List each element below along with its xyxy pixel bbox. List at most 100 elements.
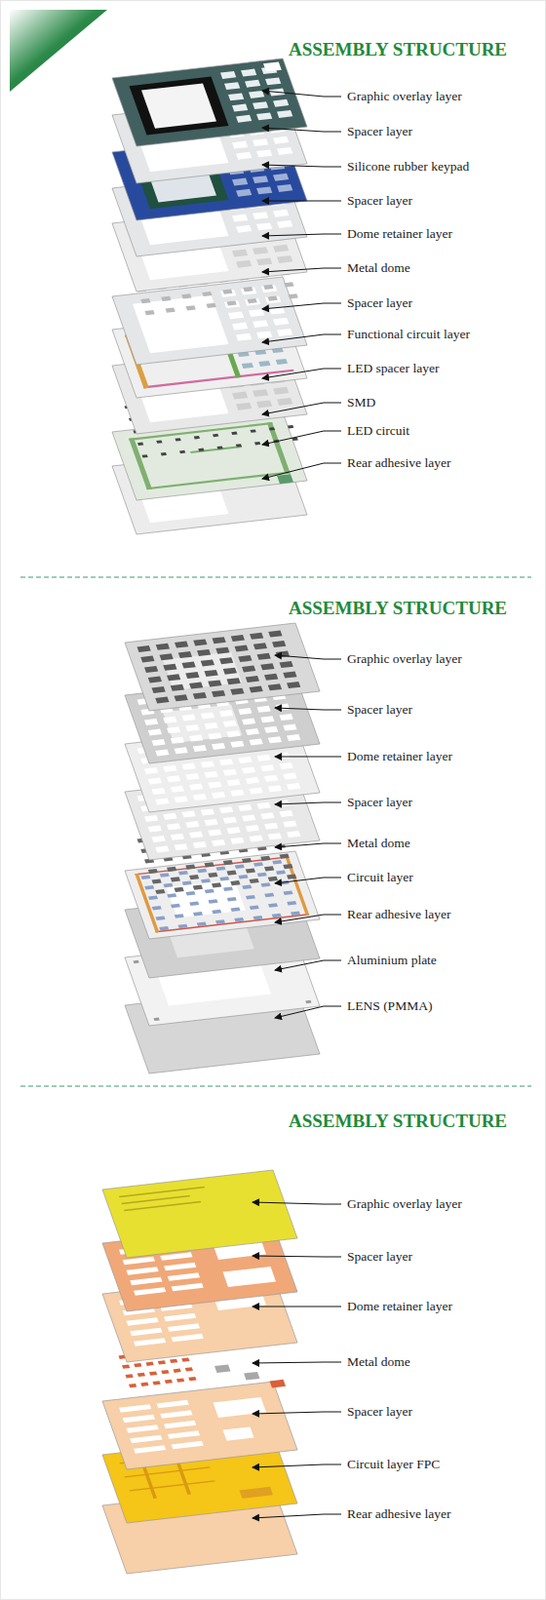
plate-feature <box>152 739 166 746</box>
plate-feature <box>252 319 269 328</box>
plate-feature <box>235 443 242 447</box>
plate-feature <box>121 1364 130 1368</box>
plate-feature <box>273 387 289 395</box>
plate-feature <box>137 442 144 446</box>
plate-feature <box>261 284 277 293</box>
plate-feature <box>253 642 268 650</box>
plate-feature <box>240 287 257 296</box>
plate-feature <box>232 141 248 150</box>
section-divider <box>20 1086 532 1088</box>
plate-feature <box>185 1366 194 1371</box>
plate-feature <box>273 173 289 182</box>
plate-feature <box>270 1379 287 1389</box>
plate-feature <box>159 872 170 878</box>
leader-line <box>262 200 342 202</box>
plate-feature <box>200 760 215 768</box>
plate-feature <box>260 812 274 819</box>
plate-feature <box>129 1435 162 1444</box>
plate-feature <box>275 358 288 365</box>
plate-feature <box>152 905 162 911</box>
plate-feature <box>160 452 167 456</box>
section-divider <box>20 577 532 579</box>
plate-feature <box>252 389 269 397</box>
plate-feature <box>253 915 264 921</box>
plate-feature <box>170 876 181 882</box>
plate-feature <box>204 722 219 730</box>
plate-feature <box>286 782 301 790</box>
layer-label: Graphic overlay layer <box>347 88 463 105</box>
plate-feature <box>234 645 249 653</box>
plate-feature <box>279 661 294 668</box>
plate-feature <box>237 756 252 764</box>
plate-feature <box>159 653 174 661</box>
plate-feature <box>189 735 203 742</box>
plate-feature <box>118 1404 152 1413</box>
leader-line <box>252 1255 342 1257</box>
leader-line <box>262 164 342 167</box>
plate-feature <box>155 697 169 704</box>
plate-feature <box>286 734 301 741</box>
plate-feature <box>213 1397 268 1418</box>
layer-label: Spacer layer <box>347 295 413 312</box>
plate-feature <box>239 1486 274 1499</box>
plate-feature <box>249 878 260 884</box>
plate-feature <box>189 831 203 839</box>
plate-feature <box>216 866 227 872</box>
section-heading: ASSEMBLY STRUCTURE <box>288 39 507 61</box>
plate-feature <box>189 901 199 907</box>
plate-feature <box>225 1218 279 1240</box>
plate-feature <box>148 895 158 900</box>
plate-feature <box>166 822 181 830</box>
plate-feature <box>256 222 273 231</box>
plate-feature <box>174 694 189 702</box>
plate-feature <box>260 663 274 670</box>
plate-feature <box>129 77 230 136</box>
plate-feature <box>275 651 290 659</box>
plate-body <box>102 1381 298 1470</box>
plate-feature <box>148 825 162 833</box>
leader-line <box>262 303 342 310</box>
plate-feature <box>272 913 282 919</box>
plate-feature <box>155 913 310 933</box>
plate-feature <box>152 686 166 694</box>
plate-feature <box>290 911 301 917</box>
plate-feature <box>245 895 256 900</box>
plate-feature <box>189 783 203 791</box>
plate-feature <box>249 787 264 795</box>
plate-feature <box>256 399 273 408</box>
plate-feature <box>166 673 181 681</box>
plate-feature <box>286 900 297 906</box>
layer-label: Spacer layer <box>347 1404 413 1420</box>
layer-label: Rear adhesive layer <box>347 1506 451 1522</box>
leader-line <box>262 90 342 97</box>
plate-feature <box>283 891 294 897</box>
plate-feature <box>264 673 278 681</box>
plate-feature <box>170 684 185 692</box>
plate-feature <box>154 1017 160 1021</box>
plate-feature <box>223 817 237 824</box>
plate-feature <box>249 739 264 746</box>
plate-feature <box>219 876 230 882</box>
leader-line <box>274 960 342 971</box>
layer-label: Aluminium plate <box>347 952 437 969</box>
plate-feature <box>269 427 275 430</box>
plate-feature <box>163 1262 196 1272</box>
plate-feature <box>169 1359 178 1364</box>
layer-label: Rear adhesive layer <box>347 455 451 471</box>
plate-feature <box>256 257 273 266</box>
plate-feature <box>133 1363 142 1367</box>
plate-feature <box>170 833 185 841</box>
layer-label: Spacer layer <box>347 123 413 140</box>
plate-feature <box>273 317 289 326</box>
plate-feature <box>207 828 222 836</box>
plate-feature <box>227 826 241 834</box>
plate-feature <box>196 922 207 928</box>
plate-feature <box>234 863 245 869</box>
plate-feature <box>223 859 234 865</box>
plate-feature <box>186 891 196 897</box>
plate-feature <box>141 874 152 880</box>
plate-feature <box>137 645 152 653</box>
plate-feature <box>208 898 219 904</box>
plate-feature <box>219 758 234 766</box>
layer-label: Spacer layer <box>347 702 413 718</box>
